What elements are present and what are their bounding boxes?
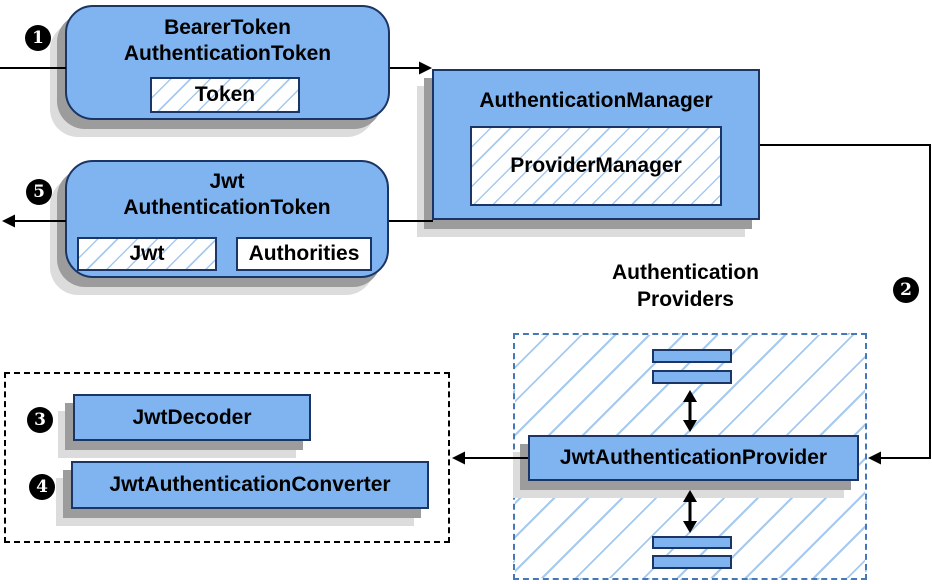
arrowhead-provider-to-decoder bbox=[452, 451, 465, 465]
jwt-token-title-line1: Jwt bbox=[209, 170, 245, 193]
authorities-chip: Authorities bbox=[236, 237, 372, 271]
authentication-manager-title: AuthenticationManager bbox=[479, 89, 713, 112]
arrowhead-token-to-manager bbox=[419, 61, 432, 75]
step-badge-3: 3 bbox=[27, 407, 53, 433]
bearer-token-title-line1: BearerToken bbox=[164, 16, 291, 39]
arrowhead-manager-to-provider bbox=[868, 451, 881, 465]
arrowhead-response-out bbox=[2, 214, 15, 228]
jwt-authentication-provider-box: JwtAuthenticationProvider bbox=[528, 435, 859, 481]
bearer-token-title-line2: AuthenticationToken bbox=[123, 42, 332, 65]
jwt-chip: Jwt bbox=[77, 237, 217, 271]
provider-placeholder-bar bbox=[652, 370, 732, 384]
bearer-token-box-title: BearerToken AuthenticationToken bbox=[67, 15, 388, 67]
jwt-authentication-converter-box: JwtAuthenticationConverter bbox=[71, 461, 429, 509]
jwt-token-title-line2: AuthenticationToken bbox=[123, 196, 331, 219]
jwt-token-box-title: Jwt AuthenticationToken bbox=[67, 169, 387, 221]
step-badge-1: 1 bbox=[25, 25, 51, 51]
jwt-decoder-title: JwtDecoder bbox=[132, 405, 252, 429]
provider-placeholder-bar bbox=[652, 555, 732, 569]
step-badge-4: 4 bbox=[29, 474, 55, 500]
provider-placeholder-bar bbox=[652, 536, 732, 549]
authentication-providers-label-line2: Providers bbox=[637, 288, 734, 311]
provider-manager-chip: ProviderManager bbox=[470, 126, 722, 206]
token-chip: Token bbox=[150, 77, 300, 113]
authentication-providers-label: Authentication Providers bbox=[553, 259, 818, 313]
step-badge-5: 5 bbox=[26, 179, 52, 205]
jwt-authentication-converter-title: JwtAuthenticationConverter bbox=[109, 473, 391, 496]
jwt-decoder-box: JwtDecoder bbox=[73, 394, 311, 441]
provider-placeholder-bar bbox=[652, 349, 732, 363]
jwt-authentication-provider-title: JwtAuthenticationProvider bbox=[559, 446, 828, 469]
authentication-providers-label-line1: Authentication bbox=[612, 261, 759, 284]
step-badge-2: 2 bbox=[893, 277, 919, 303]
